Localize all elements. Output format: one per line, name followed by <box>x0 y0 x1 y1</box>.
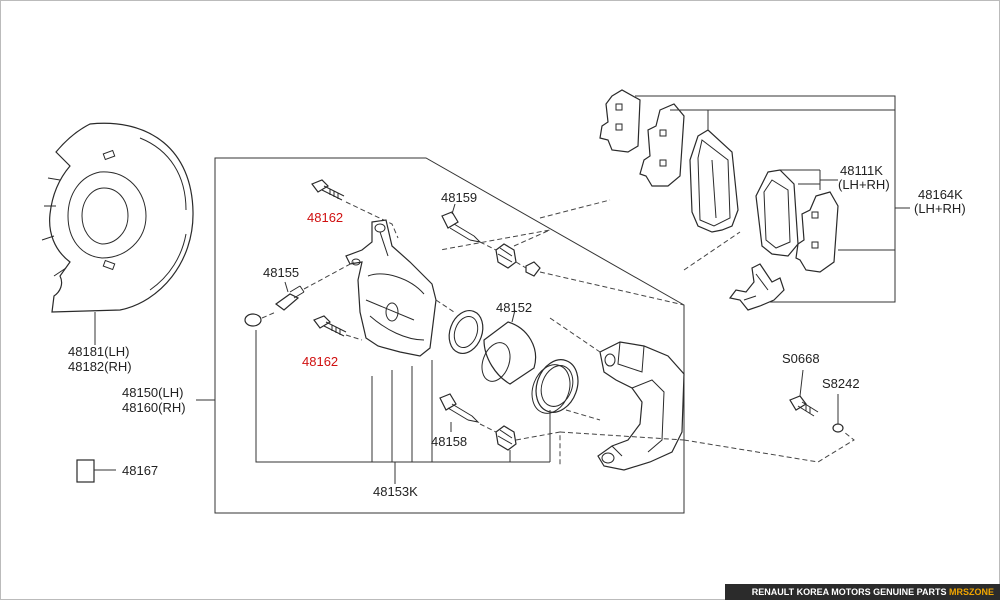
label-seal-kit: 48153K <box>373 484 418 499</box>
label-shield-lh: 48181(LH) <box>68 344 129 359</box>
label-caliper-lh: 48150(LH) <box>122 385 183 400</box>
label-shield-rh: 48182(RH) <box>68 359 132 374</box>
boot-lower-dash <box>479 423 561 466</box>
pin-bolt-top <box>311 179 345 201</box>
support-dash <box>549 317 685 441</box>
piston-leader <box>511 309 516 323</box>
label-pad-set-note: (LH+RH) <box>838 177 890 192</box>
caliper-assembly-box <box>214 157 685 514</box>
pin-bolt-bottom <box>313 315 347 337</box>
label-pad-kit: 48164K <box>918 187 963 202</box>
footer-banner: RENAULT KOREA MOTORS GENUINE PARTS MRSZO… <box>725 584 1000 600</box>
footer-brand: MRSZONE <box>949 587 994 597</box>
boot-upper <box>495 243 541 277</box>
label-caliper-rh: 48160(RH) <box>122 400 186 415</box>
label-washer: S8242 <box>822 376 860 391</box>
pad-shim-inner <box>639 103 685 187</box>
caliper-body <box>345 219 437 357</box>
guide-pin-lower <box>439 393 480 423</box>
label-piston-seal-kit: 48152 <box>496 300 532 315</box>
label-bolt: S0668 <box>782 351 820 366</box>
pad-retainer-clip <box>728 263 785 311</box>
label-pad-kit-note: (LH+RH) <box>914 201 966 216</box>
pad-shim-outer <box>599 89 641 153</box>
guide-pin-upper <box>441 211 482 243</box>
footer-main: RENAULT KOREA MOTORS GENUINE PARTS <box>751 587 947 597</box>
bleeder-screw <box>274 285 305 311</box>
label-plate <box>76 459 95 483</box>
pin-bolt-top-dash <box>345 201 399 239</box>
bleeder-dash <box>303 261 355 290</box>
label-pin-bolt-top: 48162 <box>307 210 343 225</box>
label-pin-bolt-bottom: 48162 <box>302 354 338 369</box>
bolt-dash <box>683 431 855 463</box>
piston-seal <box>448 310 484 354</box>
caliper-support <box>597 341 685 471</box>
boot-lower <box>495 425 517 451</box>
bleeder-leader <box>284 281 289 293</box>
brake-pad-outer <box>689 129 739 233</box>
dust-shield <box>41 122 194 313</box>
boot-upper-dash <box>439 229 685 306</box>
mounting-bolt <box>789 395 819 417</box>
bleeder-cap-dash <box>261 311 277 319</box>
label-guide-pin-upper: 48159 <box>441 190 477 205</box>
pin-bolt-bottom-dash <box>345 334 363 341</box>
label-guide-pin-lower: 48158 <box>431 434 467 449</box>
label-bleeder: 48155 <box>263 265 299 280</box>
washer <box>832 423 844 433</box>
seal-kit-bracket <box>255 330 551 463</box>
caliper-dash <box>435 299 455 313</box>
bleeder-cap <box>244 313 262 327</box>
dust-boot <box>531 359 579 414</box>
brake-pad-inner <box>755 169 799 257</box>
bolt-leader <box>799 369 804 397</box>
piston <box>481 321 537 385</box>
pad-shim-inner-2 <box>795 191 839 273</box>
pad-dash <box>539 199 741 271</box>
guide-pin-upper-leader <box>451 203 456 215</box>
label-pad-set: 48111K <box>840 163 883 178</box>
label-label-plate: 48167 <box>122 463 158 478</box>
